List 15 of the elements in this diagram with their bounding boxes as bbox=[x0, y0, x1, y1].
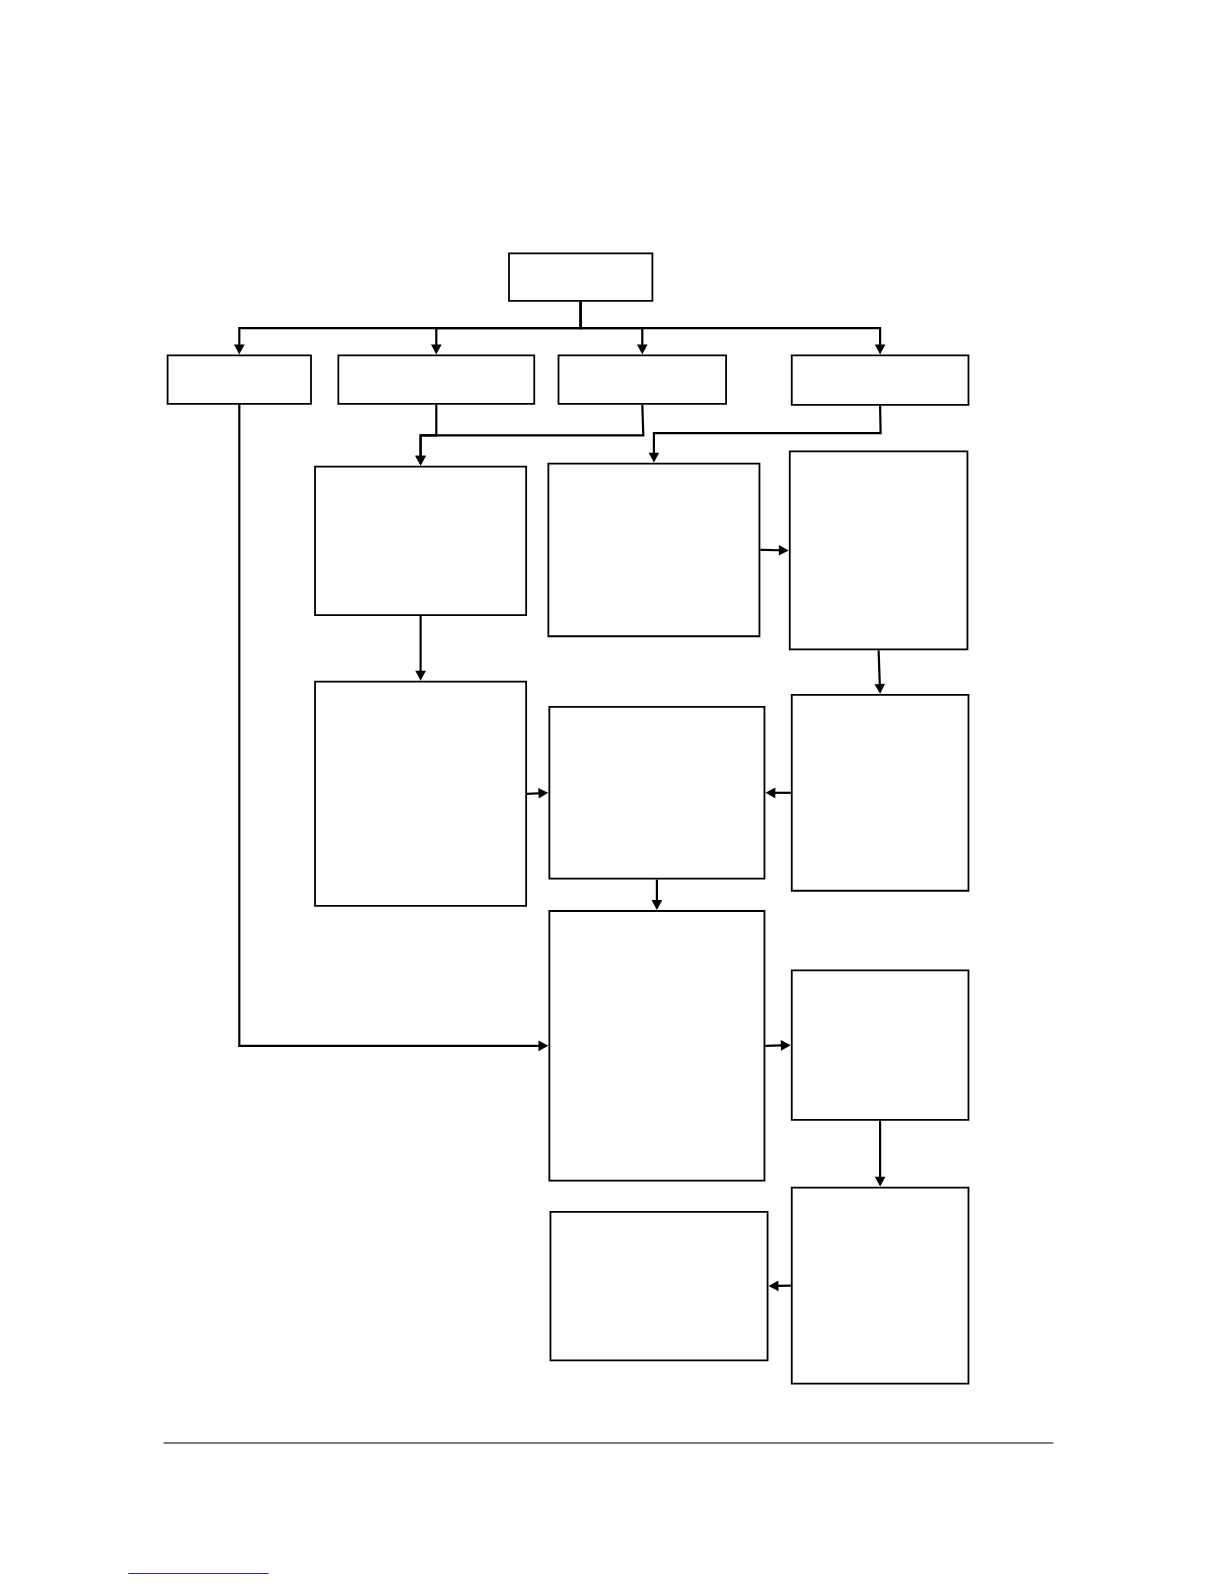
process-box bbox=[549, 1210, 769, 1362]
process-box bbox=[788, 450, 969, 651]
process-box bbox=[314, 465, 528, 616]
process-box bbox=[548, 706, 766, 880]
process-box bbox=[314, 680, 528, 907]
process-box bbox=[790, 354, 970, 406]
process-box bbox=[557, 354, 727, 405]
process-box bbox=[790, 693, 970, 892]
process-box bbox=[790, 1186, 970, 1385]
process-box bbox=[547, 462, 761, 638]
process-box bbox=[790, 969, 970, 1121]
process-box bbox=[166, 354, 312, 405]
process-box bbox=[548, 910, 766, 1182]
process-box bbox=[508, 252, 654, 302]
process-box bbox=[337, 354, 536, 405]
